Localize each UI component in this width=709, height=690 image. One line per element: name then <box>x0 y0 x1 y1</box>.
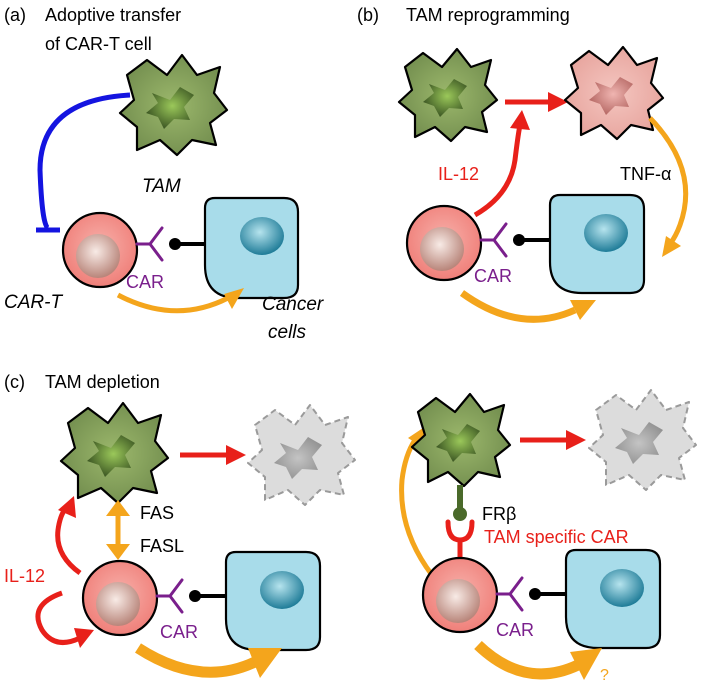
car-receptor-c-left <box>155 578 184 614</box>
il12-arrowhead-b <box>510 110 530 130</box>
panel-b-tag: (b) <box>357 5 379 25</box>
fas-label: FAS <box>140 503 174 523</box>
tam-specific-car <box>445 519 475 561</box>
car-receptor-a <box>135 226 164 262</box>
il12-label-c: IL-12 <box>4 566 45 586</box>
killing-arrow-c-right-up <box>399 438 434 577</box>
depletion-arrowhead-c-left <box>226 445 246 465</box>
panel-c-title: TAM depletion <box>45 372 160 392</box>
cancer-cell-c-right <box>564 548 662 650</box>
cancer-label-line1-a: Cancer <box>262 294 324 315</box>
inhibition-arc <box>37 92 131 231</box>
car-label-c-right: CAR <box>496 620 534 640</box>
fr-beta-receptor <box>453 485 467 521</box>
antigen-ligand-b <box>513 234 552 246</box>
tam-cell-c-right <box>410 392 512 488</box>
il12-arrow-b <box>473 124 523 218</box>
fasl-arrowhead-down <box>106 544 130 560</box>
car-t-cell-b <box>405 204 483 282</box>
question-mark: ? <box>600 667 609 684</box>
killing-arrowhead-b <box>570 300 596 320</box>
car-label-c-left: CAR <box>160 622 198 642</box>
tam-cell-b <box>397 47 499 143</box>
car-t-cell-c-right <box>421 556 499 634</box>
cart-label-a: CAR-T <box>4 292 63 313</box>
car-t-cell-c-left <box>81 559 159 637</box>
cancer-label-line2-a: cells <box>268 322 307 343</box>
tnf-arrowhead-b <box>662 236 681 257</box>
cancer-cell-b <box>548 193 646 295</box>
fasl-label: FASL <box>140 536 184 556</box>
cancer-cell-a <box>203 196 300 300</box>
il12-arrowhead-c-up <box>58 496 76 518</box>
tnf-label-b: TNF-α <box>620 164 671 184</box>
antigen-ligand-c-right <box>529 588 568 600</box>
panel-a-title-line2: of CAR-T cell <box>45 34 152 54</box>
il12-autocrine-arrow <box>35 590 82 645</box>
car-t-cell-a <box>61 211 139 289</box>
fas-arrowhead-up <box>106 500 130 516</box>
car-receptor-c-right <box>495 576 524 612</box>
reprogram-arrowhead-b <box>548 92 568 112</box>
dead-tam-c-right <box>588 389 697 491</box>
panel-a-tag: (a) <box>4 5 26 25</box>
car-receptor-b <box>479 222 508 258</box>
il12-autocrine-arrowhead <box>74 628 94 648</box>
tam-specific-car-label: TAM specific CAR <box>484 527 629 547</box>
car-label-a: CAR <box>126 272 164 292</box>
antigen-ligand-a <box>169 238 208 250</box>
cancer-cell-c-left <box>224 550 322 652</box>
killing-arrow-b <box>459 290 577 323</box>
panel-c-tag: (c) <box>4 372 25 392</box>
il12-arrow-c-up <box>55 506 82 576</box>
il12-label-b: IL-12 <box>438 164 479 184</box>
killing-arrowhead-a <box>224 288 244 309</box>
fr-beta-label: FRβ <box>482 504 516 524</box>
killing-arrowhead-c-left <box>248 648 282 678</box>
killing-arrowhead-c-right <box>570 648 602 680</box>
m1-macrophage-b <box>563 45 665 141</box>
antigen-ligand-c-left <box>189 590 228 602</box>
killing-arrow-c-left <box>135 643 258 678</box>
tam-cell-a <box>118 53 229 157</box>
car-label-b: CAR <box>474 266 512 286</box>
killing-arrow-a <box>116 292 230 314</box>
tam-cell-c-left <box>59 401 170 505</box>
panel-a-title-line1: Adoptive transfer <box>45 5 181 25</box>
killing-arrow-c-right <box>474 640 581 680</box>
dead-tam-c-left <box>247 404 356 506</box>
tam-label-a: TAM <box>142 176 181 197</box>
depletion-arrowhead-c-right <box>566 430 586 450</box>
panel-b-title: TAM reprogramming <box>406 5 570 25</box>
tnf-arrow-b <box>648 116 689 246</box>
